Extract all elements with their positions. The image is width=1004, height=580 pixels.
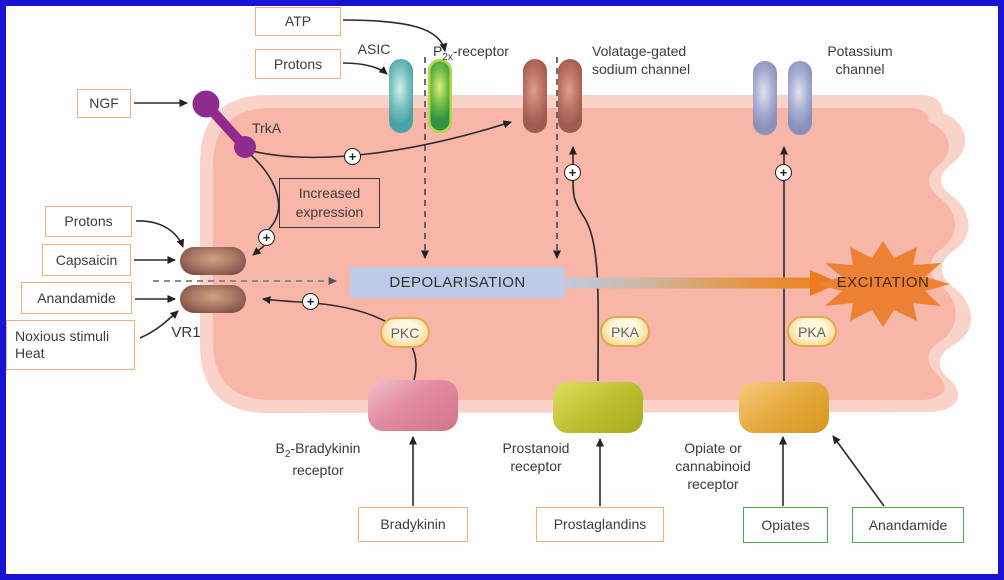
anandamide-right-box: Anandamide [852,507,964,543]
asic-channel [389,59,413,133]
arrow-increased-to-vr1 [252,245,265,256]
sodium-channel-label: Volatage-gated sodium channel [592,43,691,78]
ngf-box: NGF [77,89,131,118]
potassium-channel-subunit-2 [788,61,812,135]
arrow-anandamide-to-receptor [832,435,885,507]
pka-potassium-pill: PKA [787,316,837,347]
capsaicin-box: Capsaicin [42,244,131,276]
prostaglandins-box: Prostaglandins [536,507,664,542]
increased-expression-box: Increased expression [279,178,380,228]
bradykinin-box: Bradykinin [358,507,468,542]
opiate-cannabinoid-receptor [739,382,829,433]
pkc-pill: PKC [380,317,430,348]
pka-sodium-pill: PKA [600,316,650,347]
potassium-channel-label: Potassium channel [827,43,893,78]
sodium-channel-subunit-1 [523,59,547,133]
b2-bradykinin-label: B2-Bradykinin receptor [275,440,361,478]
arrow-atp-to-p2x [342,19,448,52]
cell-cytoplasm [213,108,956,400]
potassium-channel-subunit-1 [753,61,777,135]
arrow-noxious-to-vr1 [139,310,179,339]
trka-label: TrkA [252,120,282,136]
noxious-stimuli-box: Noxious stimuli Heat [6,320,135,370]
arrow-prostanoid-to-sodium-via-pka [569,146,599,382]
excitation-label: EXCITATION [836,274,930,291]
trka-receptor-glyph [192,90,256,158]
anandamide-left-box: Anandamide [21,282,132,314]
opiate-cannabinoid-label: Opiate or cannabinoid receptor [675,440,751,493]
b2-bradykinin-receptor [368,380,458,431]
arrow-trka-to-sodium [251,120,512,159]
atp-box: ATP [255,7,341,36]
plus-badge-trka-sodium: + [344,148,361,165]
arrow-b2-to-vr1-via-pkc [262,296,417,381]
plus-badge-pka-sodium: + [564,164,581,181]
excitation-starburst [816,241,950,327]
depolarisation-box: DEPOLARISATION [350,267,565,298]
arrow-protons-to-asic [342,62,388,75]
protons-left-box: Protons [45,206,132,237]
protons-top-box: Protons [255,49,341,79]
plus-badge-pka-potassium: + [775,164,792,181]
p2x-receptor-channel [428,59,452,133]
prostanoid-receptor [553,382,643,433]
plus-badge-pkc-vr1: + [302,293,319,310]
prostanoid-label: Prostanoid receptor [502,440,570,475]
arrow-protons-to-vr1 [135,220,185,248]
vr1-receptor-lower [180,285,246,313]
asic-label: ASIC [357,41,391,57]
vr1-label: VR1 [171,324,201,341]
opiates-box: Opiates [743,507,828,543]
vr1-receptor-upper [180,247,246,275]
curve-trka-increased-expression [249,153,280,230]
sodium-channel-subunit-2 [558,59,582,133]
p2x-label: P2x-receptor [433,43,509,63]
plus-badge-increased-expression: + [258,229,275,246]
